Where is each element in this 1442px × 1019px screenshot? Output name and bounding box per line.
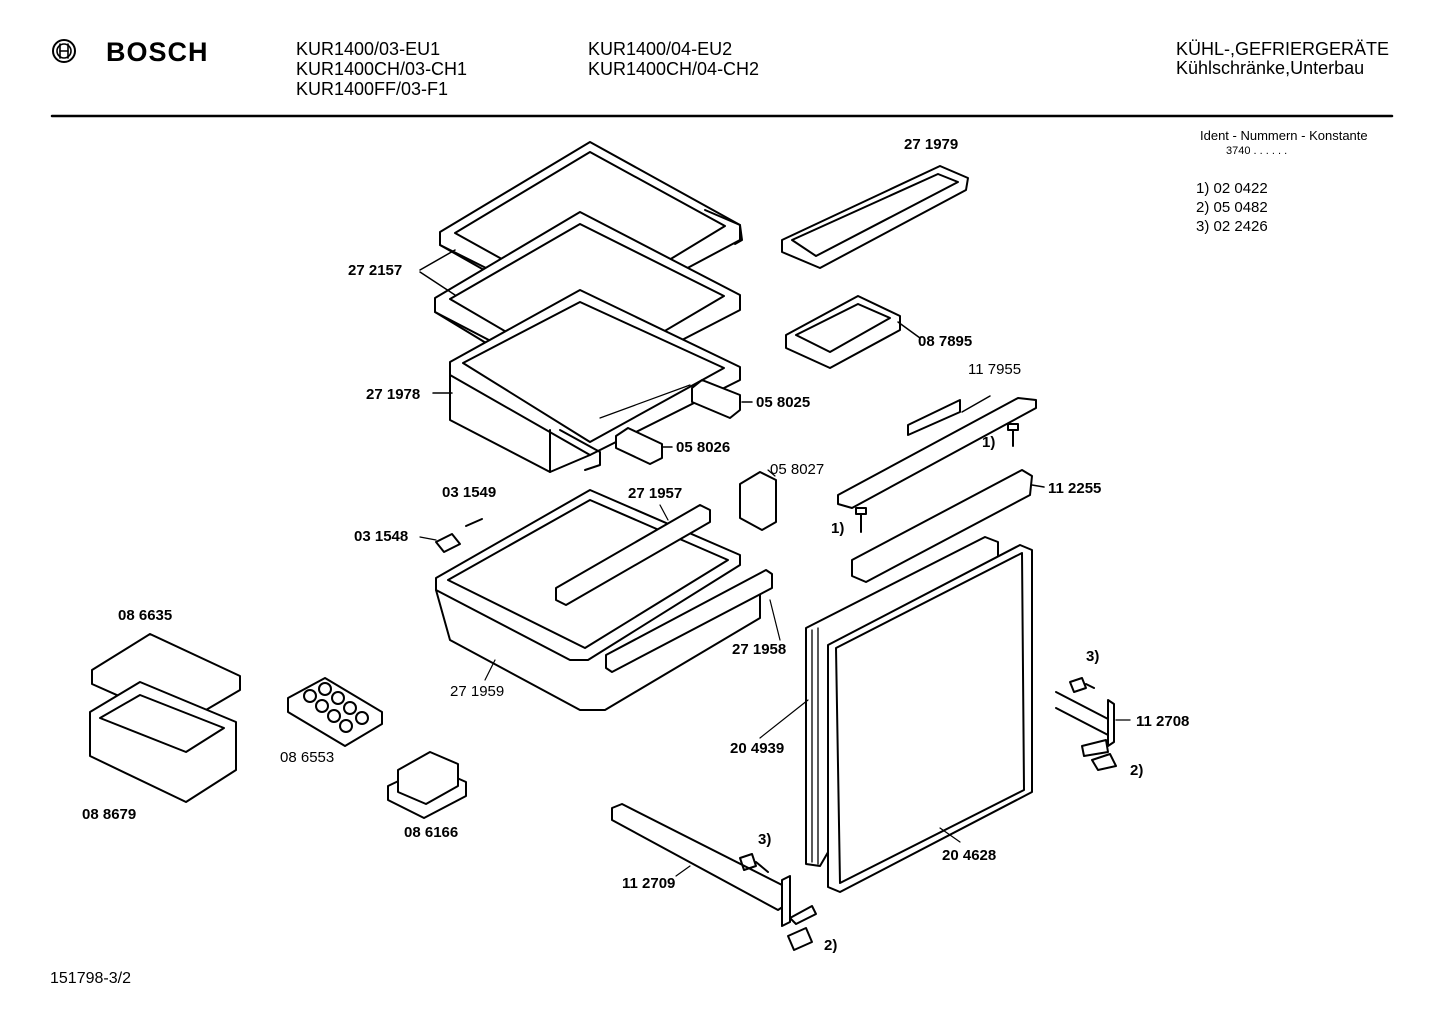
shelf-bottom-tray <box>449 289 741 473</box>
egg-tray-086553 <box>287 677 383 747</box>
ref-marker: 3) <box>1086 648 1100 665</box>
category-title: KÜHL-,GEFRIERGERÄTE <box>1176 39 1390 59</box>
bosch-logo-icon <box>52 39 76 63</box>
part-label: 27 1959 <box>450 683 505 700</box>
ident-entry: 2) 05 0482 <box>1196 199 1268 216</box>
bottom-rail-112709 <box>611 803 817 927</box>
part-label: 20 4628 <box>942 847 997 864</box>
screw-icon-3a <box>1069 677 1095 693</box>
model-number: KUR1400CH/03-CH1 <box>296 59 468 79</box>
document-number: 151798-3/2 <box>50 970 131 987</box>
part-label: 27 2157 <box>348 262 403 279</box>
pin-031549 <box>465 518 483 527</box>
category-subtitle: Kühlschränke,Unterbau <box>1176 58 1365 78</box>
ident-constant: 3740 . . . . . . <box>1226 145 1288 157</box>
box-lid-086635 <box>91 633 241 725</box>
butter-dish-086166 <box>387 751 467 819</box>
part-label: 27 1978 <box>366 386 421 403</box>
part-label: 08 6635 <box>118 607 173 624</box>
part-label: 03 1548 <box>354 528 409 545</box>
part-label: 05 8025 <box>756 394 811 411</box>
hinge-bracket-112708 <box>1055 691 1131 757</box>
ident-entry: 1) 02 0422 <box>1196 180 1268 197</box>
holder-058026 <box>615 427 663 465</box>
part-label: 08 6553 <box>280 749 335 766</box>
clip-icon-2b <box>787 927 813 951</box>
part-label: 05 8026 <box>676 439 731 456</box>
model-number: KUR1400CH/04-CH2 <box>588 59 760 79</box>
ref-marker: 1) <box>831 520 845 537</box>
door-shelf-271979 <box>781 165 969 269</box>
ref-marker: 3) <box>758 831 772 848</box>
part-label: 11 2708 <box>1136 713 1190 730</box>
ref-marker: 1) <box>982 434 996 451</box>
part-label: 11 2709 <box>622 875 676 892</box>
part-label: 08 6166 <box>404 824 459 841</box>
ref-marker: 2) <box>1130 762 1144 779</box>
clip-icon-2a <box>1091 753 1117 771</box>
screw-icon-1a <box>1007 423 1019 447</box>
ident-entry: 3) 02 2426 <box>1196 218 1268 235</box>
part-label: 08 8679 <box>82 806 137 823</box>
model-number: KUR1400/04-EU2 <box>588 39 733 59</box>
part-label: 27 1957 <box>628 485 683 502</box>
drawer-front-trim-271958 <box>605 569 773 673</box>
holder-058025 <box>691 379 741 419</box>
drawer-lid-271957 <box>555 504 711 606</box>
part-label: 20 4939 <box>730 740 785 757</box>
part-label: 03 1549 <box>442 484 497 501</box>
part-label: 27 1958 <box>732 641 787 658</box>
ref-marker: 2) <box>824 937 838 954</box>
ident-title: Ident - Nummern - Konstante <box>1200 128 1368 143</box>
model-number: KUR1400FF/03-F1 <box>296 79 449 99</box>
box-base-088679 <box>89 681 237 803</box>
part-label: 08 7895 <box>918 333 973 350</box>
door-panel-204628 <box>827 544 1033 893</box>
screw-icon-3b <box>739 853 769 873</box>
bracket-058027 <box>739 471 777 531</box>
screw-icon-1b <box>855 507 867 533</box>
brand-name: BOSCH <box>106 37 209 67</box>
part-label: 11 2255 <box>1048 480 1102 497</box>
door-tray-087895 <box>785 295 901 369</box>
roller-031548 <box>435 533 461 553</box>
part-label: 11 7955 <box>968 361 1022 378</box>
hinge-rail-112255 <box>851 469 1045 583</box>
part-label: 05 8027 <box>770 461 825 478</box>
part-label: 27 1979 <box>904 136 959 153</box>
top-cover-117955 <box>837 395 1037 509</box>
model-number: KUR1400/03-EU1 <box>296 39 441 59</box>
